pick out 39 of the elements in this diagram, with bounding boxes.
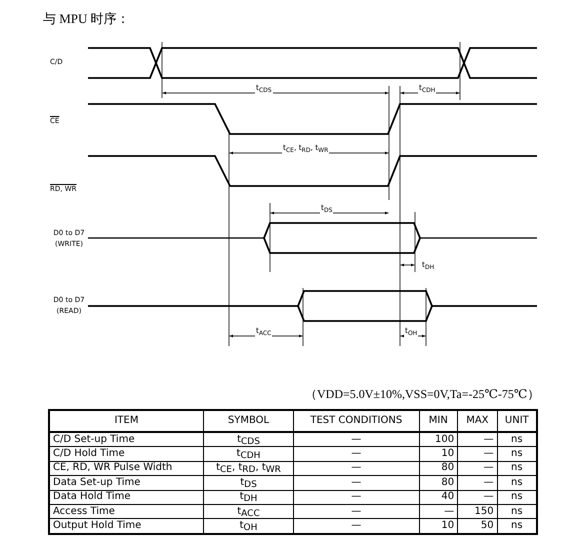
table-cell: — (419, 504, 458, 519)
table-cell: 80 (419, 476, 458, 490)
table-cell: 10 (419, 446, 458, 462)
table-cell: — (294, 476, 419, 490)
table-cell: 40 (419, 490, 458, 504)
table-cell: Data Hold Time (49, 490, 204, 504)
table-cell: t$_{DH}$ (203, 490, 294, 504)
table-cell: t$_{DS}$ (203, 476, 294, 490)
page-title: 与 MPU 时序： (43, 10, 130, 28)
table-cell: C/D Hold Time (49, 446, 204, 462)
table-cell: ns (497, 461, 537, 476)
table-cell: C/D Set-up Time (49, 432, 204, 447)
table-cell: — (294, 446, 419, 462)
table-cell: — (458, 490, 498, 504)
table-cell: — (294, 490, 419, 504)
table-cell: t$_{ACC}$ (203, 504, 294, 519)
table-cell: t$_{CDS}$ (203, 432, 294, 447)
table-cell: CE, RD, WR Pulse Width (49, 461, 204, 476)
table-cell: t$_{CDH}$ (203, 446, 294, 462)
column-header: ITEM (49, 410, 204, 432)
table-cell: — (294, 461, 419, 476)
table-cell: — (458, 432, 498, 447)
column-header: TEST CONDITIONS (294, 410, 419, 432)
table-cell: — (458, 476, 498, 490)
table-cell: — (294, 432, 419, 447)
condition-note: （VDD=5.0V±10%,VSS=0V,Ta=-25℃-75℃） (305, 386, 540, 403)
table-cell: 80 (419, 461, 458, 476)
table-cell: ns (497, 490, 537, 504)
table-cell: t$_{CE}$, t$_{RD}$, t$_{WR}$ (203, 461, 294, 476)
table-cell: — (294, 504, 419, 519)
column-header: MIN (419, 410, 458, 432)
column-header: MAX (458, 410, 498, 432)
table-cell: 100 (419, 432, 458, 447)
table-cell: Data Set-up Time (49, 476, 204, 490)
column-header: SYMBOL (203, 410, 294, 432)
table-cell: 150 (458, 504, 498, 519)
table-cell: — (458, 461, 498, 476)
table-cell: — (458, 446, 498, 462)
table-cell: Access Time (49, 504, 204, 519)
